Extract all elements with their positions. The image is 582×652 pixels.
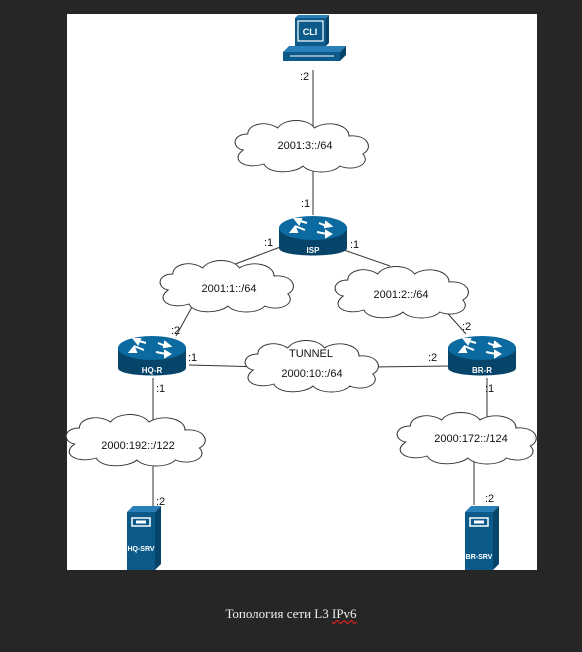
network-cloud-left: 2001:1::/64 — [159, 259, 294, 313]
port-label: :1 — [485, 383, 494, 395]
device-label: CLI — [303, 27, 318, 37]
br-router-icon: BR-R — [447, 335, 517, 377]
port-label: :2 — [171, 325, 180, 337]
hq-router-icon: HQ-R — [117, 335, 187, 377]
network-cloud-right: 2001:2::/64 — [334, 265, 469, 319]
port-label: :2 — [462, 321, 471, 333]
network-label: 2001:2::/64 — [373, 289, 428, 301]
network-cloud-tunnel: TUNNEL 2000:10::/64 — [244, 339, 379, 393]
port-label: :2 — [428, 352, 437, 364]
network-cloud-top: 2001:3::/64 — [234, 119, 369, 173]
network-label: 2000:192::/122 — [101, 440, 174, 452]
tunnel-name-label: TUNNEL — [289, 348, 333, 360]
device-label: HQ-R — [142, 366, 163, 375]
link-left-cloud-hq — [175, 304, 194, 337]
port-label: :1 — [350, 239, 359, 251]
cli-computer-icon: CLI — [283, 15, 346, 61]
device-label: BR-SRV — [466, 554, 493, 561]
port-label: :1 — [301, 198, 310, 210]
caption-underlined-word: IPv6 — [331, 606, 357, 621]
network-cloud-br-lan: 2000:172::/124 — [396, 411, 537, 465]
figure-caption: Топология сети L3 IPv6 — [0, 606, 582, 622]
network-label: 2001:3::/64 — [277, 140, 332, 152]
caption-text: Топология сети L3 — [225, 606, 332, 621]
port-label: :2 — [156, 496, 165, 508]
br-server-icon: BR-SRV — [464, 505, 500, 571]
port-label: :1 — [156, 383, 165, 395]
links — [152, 70, 488, 508]
network-cloud-hq-lan: 2000:192::/122 — [65, 413, 206, 467]
port-label: :1 — [264, 237, 273, 249]
network-label: 2000:10::/64 — [281, 368, 342, 380]
link-isp-left-cloud — [229, 245, 284, 267]
device-label: HQ-SRV — [127, 546, 154, 553]
isp-router-icon: ISP — [278, 215, 348, 257]
device-label: ISP — [307, 246, 321, 255]
port-label: :2 — [485, 493, 494, 505]
device-label: BR-R — [472, 366, 492, 375]
link-isp-right-cloud — [340, 248, 391, 267]
link-tunnel-br — [369, 365, 451, 368]
hq-server-icon: HQ-SRV — [126, 505, 162, 571]
network-label: 2001:1::/64 — [201, 283, 256, 295]
network-label: 2000:172::/124 — [434, 433, 507, 445]
port-label: :2 — [300, 71, 309, 83]
port-label: :1 — [188, 352, 197, 364]
port-labels: :2 :1 :1 :1 :2 :1 :1 :2 :2 :2 :1 :2 — [156, 71, 494, 508]
